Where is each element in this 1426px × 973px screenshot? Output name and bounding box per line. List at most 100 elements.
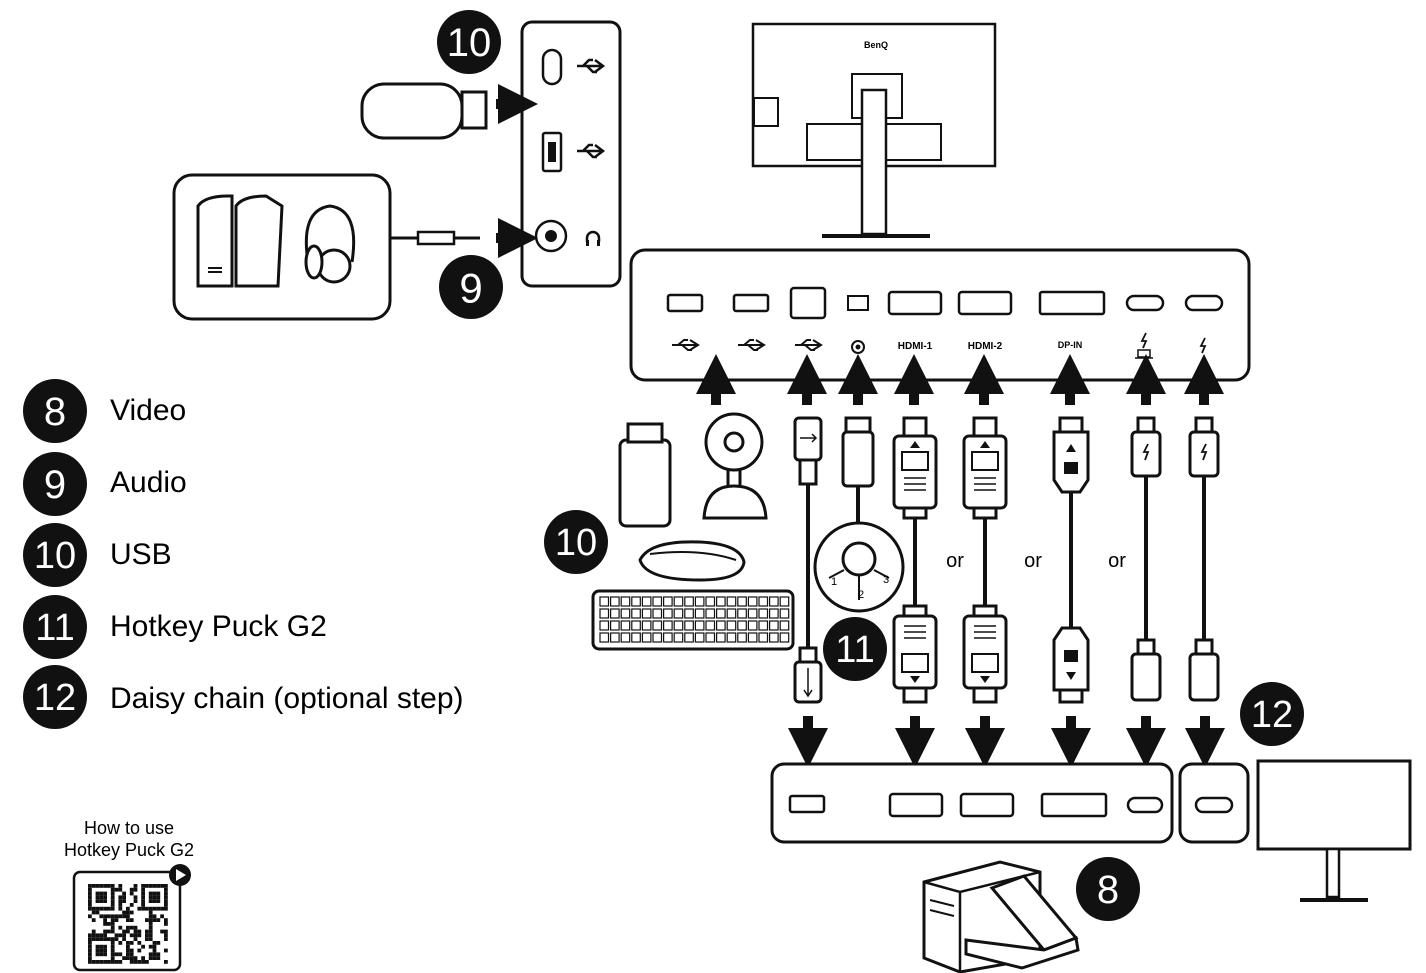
qr-module — [88, 903, 92, 907]
qr-module — [88, 960, 92, 964]
qr-module — [141, 884, 145, 888]
or-label: or — [1024, 550, 1042, 572]
keyboard-key — [705, 608, 716, 619]
qr-module — [110, 903, 115, 907]
keyboard-key — [620, 620, 631, 631]
qr-module — [148, 937, 153, 941]
qr-module — [99, 952, 104, 957]
qr-module — [164, 906, 168, 911]
qr-module — [160, 914, 164, 919]
qr-module — [107, 929, 111, 934]
keyboard-key — [599, 596, 610, 607]
qr-module — [91, 918, 96, 922]
keyboard-key — [641, 608, 652, 619]
qr-module — [148, 918, 153, 922]
keyboard-key — [620, 608, 631, 619]
down-arrows — [788, 716, 1225, 768]
qr-module — [152, 906, 157, 911]
keyboard-key — [652, 608, 663, 619]
keyboard-key — [726, 632, 737, 643]
qr-module — [107, 906, 111, 911]
qr-module — [91, 884, 96, 888]
qr-module — [156, 918, 161, 922]
keyboard-key — [620, 596, 631, 607]
displayport-cable — [1052, 416, 1090, 704]
thunderbolt-cable — [1188, 416, 1220, 702]
keyboard-key — [652, 632, 663, 643]
qr-module — [164, 887, 168, 892]
qr-module — [99, 937, 104, 941]
qr-module — [129, 941, 134, 945]
qr-module — [110, 948, 115, 953]
keyboard-key — [631, 608, 641, 619]
qr-module — [107, 922, 111, 926]
qr-module — [118, 903, 123, 907]
qr-module — [152, 944, 157, 949]
qr-module — [141, 906, 145, 911]
qr-module — [118, 914, 123, 919]
qr-module — [164, 922, 168, 926]
keyboard-key — [641, 632, 652, 643]
qr-module — [126, 925, 130, 930]
svg-text:1: 1 — [831, 576, 837, 588]
webcam — [702, 412, 768, 520]
svg-text:Hotkey Puck G2: Hotkey Puck G2 — [64, 840, 194, 860]
keyboard-key — [747, 608, 758, 619]
svg-text:12: 12 — [1251, 694, 1293, 736]
qr-module — [103, 895, 107, 900]
svg-text:10: 10 — [447, 21, 492, 65]
keyboard-key — [641, 596, 652, 607]
qr-module — [110, 918, 115, 922]
qr-module — [152, 918, 157, 922]
qr-module — [118, 925, 123, 930]
qr-module — [95, 895, 100, 900]
callout-hotkey-puck: 11 — [823, 617, 887, 681]
qr-module — [118, 884, 123, 888]
qr-module — [126, 929, 130, 934]
svg-text:9: 9 — [44, 463, 66, 507]
thunderbolt-icon — [1140, 332, 1148, 349]
qr-module — [99, 914, 104, 919]
qr-module — [110, 929, 115, 934]
keyboard-key — [641, 620, 652, 631]
qr-module — [148, 952, 153, 957]
qr-module — [88, 941, 92, 945]
svg-text:3: 3 — [883, 574, 889, 586]
qr-module — [141, 895, 145, 900]
svg-text:HDMI-1: HDMI-1 — [898, 341, 933, 352]
qr-module — [137, 948, 142, 953]
qr-module — [99, 884, 104, 888]
qr-module — [122, 910, 126, 915]
keyboard-key — [747, 632, 758, 643]
qr-module — [118, 952, 123, 957]
qr-module — [99, 891, 104, 896]
qr-module — [91, 960, 96, 964]
daisy-chain-port-panel — [1178, 762, 1250, 844]
keyboard-key — [652, 620, 663, 631]
usb-icon — [672, 339, 700, 351]
qr-module — [99, 944, 104, 949]
qr-module — [129, 960, 134, 964]
keyboard-key — [609, 632, 620, 643]
keyboard-key — [758, 608, 769, 619]
svg-text:BenQ: BenQ — [864, 40, 888, 50]
keyboard-key — [705, 632, 716, 643]
qr-module — [91, 937, 96, 941]
qr-block: How to use Hotkey Puck G2 — [64, 818, 194, 972]
svg-text:USB: USB — [110, 538, 172, 571]
qr-module — [95, 899, 100, 903]
svg-text:9: 9 — [459, 265, 482, 312]
qr-module — [99, 899, 104, 903]
keyboard-key — [768, 620, 779, 631]
audio-devices-box — [172, 173, 480, 321]
qr-module — [107, 914, 111, 919]
qr-module — [126, 941, 130, 945]
qr-module — [129, 918, 134, 922]
qr-module — [110, 941, 115, 945]
qr-module — [164, 933, 168, 938]
keyboard-key — [609, 596, 620, 607]
qr-module — [148, 899, 153, 903]
keyboard-key — [673, 632, 684, 643]
legend: 8 Video 9 Audio 10 USB 11 Hotkey Puck G2… — [23, 379, 464, 729]
hotkey-puck: 1 2 3 — [813, 521, 905, 613]
